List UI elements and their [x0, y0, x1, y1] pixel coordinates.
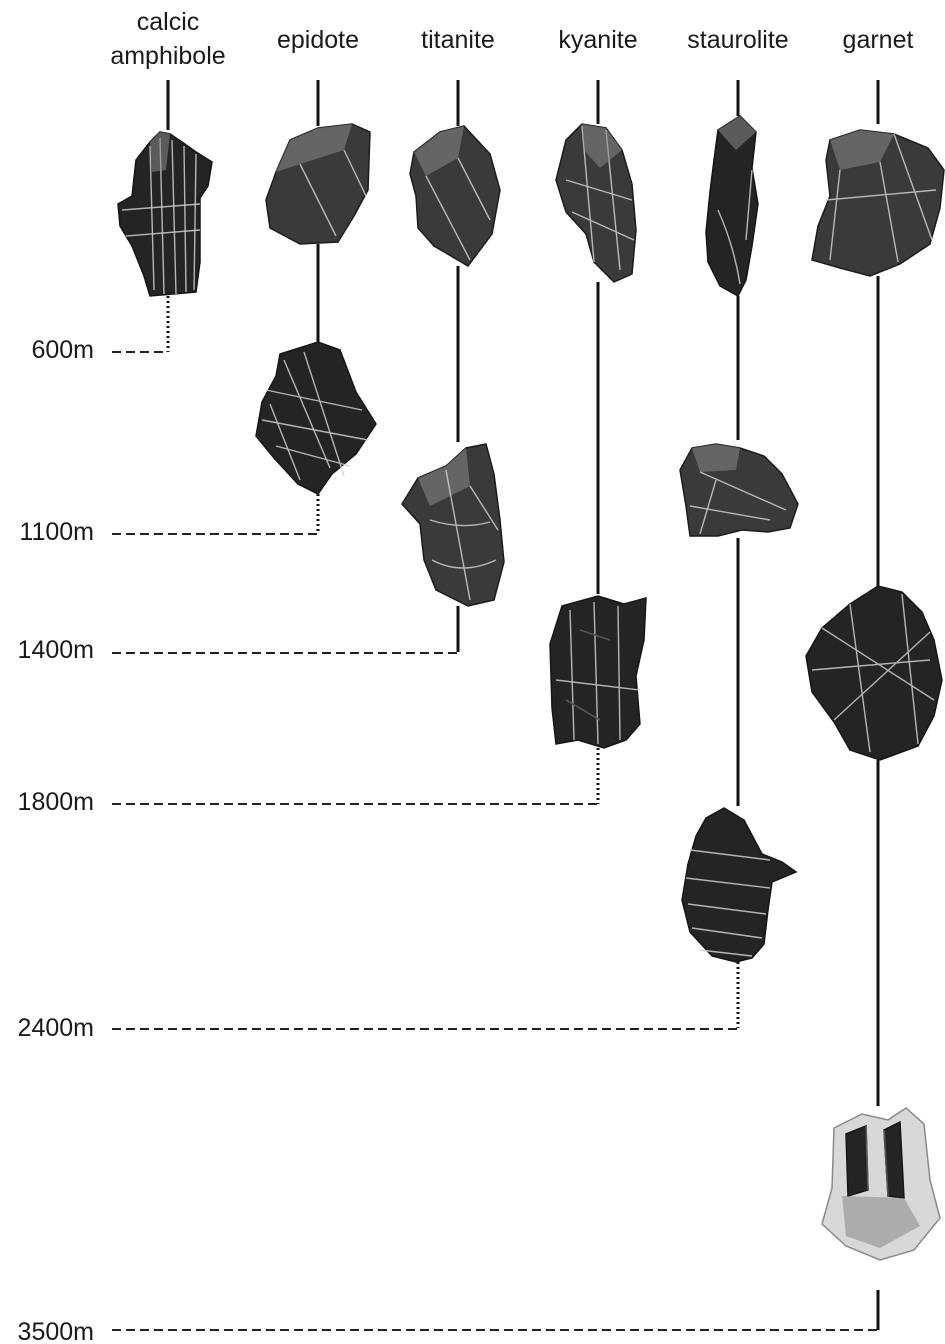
- mineral-label-calcic-line1: calcic: [137, 8, 200, 36]
- mineral-label-kyanite: kyanite: [558, 26, 637, 54]
- staurolite-grain-icon: [682, 808, 796, 962]
- dotted-stubs: [168, 296, 738, 1028]
- kyanite-grain-icon: [550, 596, 646, 748]
- kyanite-grain-icon: [556, 124, 636, 282]
- garnet-grain-icon: [812, 130, 944, 276]
- column-headers: calcic amphibole epidote titanite kyanit…: [110, 8, 913, 70]
- depth-label-1400: 1400m: [18, 636, 94, 664]
- staurolite-grain-icon: [680, 444, 798, 536]
- titanite-grain-icon: [402, 444, 504, 606]
- depth-label-600: 600m: [31, 336, 94, 364]
- calcic-amphibole-grain-icon: [118, 132, 212, 296]
- depth-label-2400: 2400m: [18, 1014, 94, 1042]
- depth-label-1800: 1800m: [18, 788, 94, 816]
- depth-label-3500: 3500m: [18, 1318, 94, 1344]
- garnet-grain-icon: [806, 586, 942, 760]
- mineral-label-calcic-line2: amphibole: [110, 42, 225, 70]
- depth-labels: 600m 1100m 1400m 1800m 2400m 3500m: [18, 336, 94, 1344]
- titanite-grain-icon: [410, 126, 500, 266]
- mineral-label-titanite: titanite: [421, 26, 495, 54]
- persistence-lines: [168, 80, 878, 1330]
- depth-label-1100: 1100m: [19, 518, 94, 546]
- epidote-grain-icon: [266, 124, 370, 244]
- staurolite-grain-icon: [706, 116, 758, 296]
- mineral-label-staurolite: staurolite: [687, 26, 788, 54]
- epidote-grain-icon: [256, 342, 376, 494]
- garnet-grain-icon: [822, 1108, 940, 1260]
- mineral-label-epidote: epidote: [277, 26, 359, 54]
- mineral-label-garnet: garnet: [843, 26, 914, 54]
